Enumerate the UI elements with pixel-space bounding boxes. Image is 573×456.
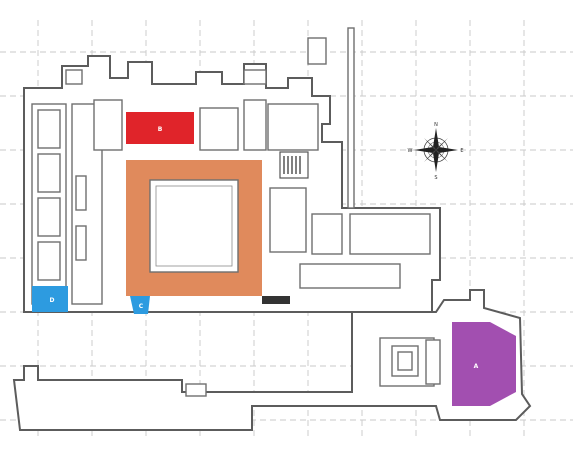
- compass-s-label: S: [434, 175, 437, 181]
- compass-w-label: W: [408, 148, 413, 154]
- church: [12, 289, 532, 431]
- church-altar-inner: [397, 351, 413, 371]
- cloister-garth: [149, 179, 239, 273]
- zone-a-label: A: [474, 363, 479, 370]
- west-room-4: [37, 241, 61, 281]
- church-step: [425, 339, 441, 385]
- west-pier-1: [75, 175, 87, 211]
- south-pier: [185, 383, 207, 397]
- north-tower: [307, 37, 327, 65]
- cloister: [126, 160, 262, 296]
- zone-d: [32, 286, 68, 312]
- south-east-room: [299, 263, 401, 289]
- cloister-inner-border: [155, 185, 233, 267]
- tower-room-1: [65, 69, 83, 85]
- north-room-3: [243, 99, 267, 151]
- zone-a: [452, 322, 516, 406]
- zone-c: [130, 296, 150, 314]
- zone-c-label: C: [139, 303, 144, 310]
- zone-b: [126, 112, 194, 144]
- dark-strip: [262, 296, 290, 304]
- zones: [32, 112, 516, 406]
- compass-n-label: N: [434, 122, 438, 128]
- west-room-1: [37, 109, 61, 149]
- north-east-wall: [347, 27, 355, 209]
- church-outline: [12, 289, 532, 431]
- east-room-1: [267, 103, 319, 151]
- north-room-2: [199, 107, 239, 151]
- tower-room-2: [243, 69, 267, 85]
- east-room-3: [311, 213, 343, 255]
- east-room-2: [269, 187, 307, 253]
- compass-e-label: E: [460, 148, 463, 154]
- west-room-3: [37, 197, 61, 237]
- zone-labels: B D C A: [50, 126, 479, 370]
- west-room-2: [37, 153, 61, 193]
- east-room-4: [349, 213, 431, 255]
- zone-d-label: D: [50, 297, 55, 304]
- compass-rose-icon: N S E W: [408, 122, 464, 181]
- west-pier-2: [75, 225, 87, 261]
- north-room-1: [93, 99, 123, 151]
- zone-b-label: B: [158, 126, 163, 133]
- staircase: [262, 151, 309, 304]
